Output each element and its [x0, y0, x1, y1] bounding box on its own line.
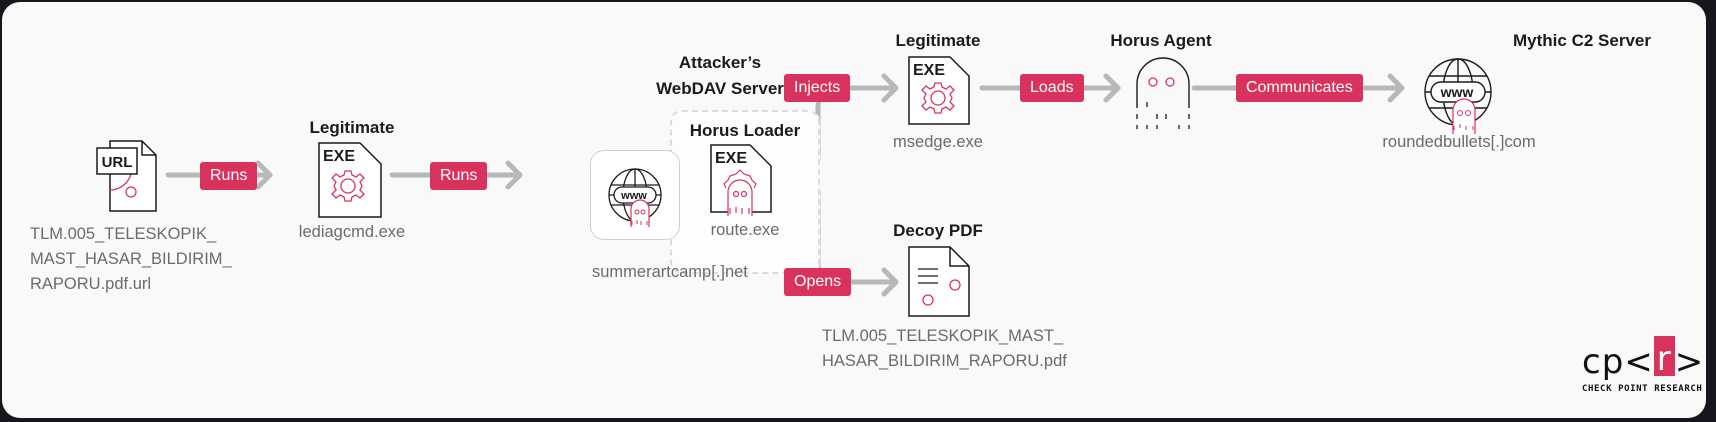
svg-text:EXE: EXE	[913, 62, 945, 79]
url-badge: URL	[102, 154, 133, 171]
exe-gear-file-icon: EXE	[908, 56, 970, 125]
check-point-research-logo: cp<r> CHECK POINT RESEARCH	[1582, 336, 1703, 412]
horus-loader-title: Horus Loader	[689, 121, 801, 140]
mythic-c2-caption: roundedbullets[.]com	[1382, 133, 1536, 151]
arrowhead-icon	[881, 73, 899, 103]
svg-text:www: www	[1440, 84, 1474, 100]
cpr-logo-mark: cp<r>	[1582, 336, 1703, 382]
decoy-pdf-title: Decoy PDF	[893, 221, 983, 240]
arrowhead-icon	[1103, 73, 1121, 103]
edge-label-runs-2: Runs	[430, 162, 488, 190]
arrowhead-icon	[505, 160, 523, 190]
globe-www-ghost-icon: www	[608, 168, 662, 227]
exe-ghost-file-icon: EXE	[710, 144, 772, 216]
edge-label-opens: Opens	[784, 268, 852, 296]
horus-loader-caption: route.exe	[710, 221, 780, 239]
svg-text:EXE: EXE	[715, 150, 747, 167]
arrowhead-icon	[1387, 73, 1405, 103]
url-file-caption: TLM.005_TELESKOPIK_ MAST_HASAR_BILDIRIM_…	[30, 225, 232, 293]
cpr-logo-text: CHECK POINT RESEARCH	[1582, 384, 1703, 394]
horus-agent-title: Horus Agent	[1110, 31, 1212, 50]
exe-gear-file-icon: EXE	[318, 142, 382, 218]
decoy-pdf-caption: TLM.005_TELESKOPIK_MAST_ HASAR_BILDIRIM_…	[822, 327, 1067, 370]
diagram-panel: URL TLM.005_TELESKOPIK_ MAST_HASAR_BILDI…	[2, 2, 1706, 418]
webdav-title: Attacker’s WebDAV Server	[656, 53, 784, 98]
lediagcmd-title: Legitimate	[309, 118, 395, 137]
edge-label-loads: Loads	[1020, 74, 1084, 102]
arrowhead-icon	[255, 160, 273, 190]
arrowhead-icon	[881, 267, 899, 297]
webdav-caption: summerartcamp[.]net	[592, 263, 748, 281]
svg-text:EXE: EXE	[323, 148, 355, 165]
webdav-globe-card: www	[590, 150, 680, 240]
pdf-document-icon	[908, 246, 970, 317]
msedge-caption: msedge.exe	[893, 133, 983, 151]
url-file-icon: URL	[96, 140, 157, 212]
lediagcmd-caption: lediagcmd.exe	[298, 223, 406, 241]
edge-label-communicates: Communicates	[1236, 74, 1363, 102]
globe-www-ghost-icon: www	[1424, 58, 1492, 134]
svg-text:www: www	[620, 190, 647, 202]
mythic-c2-title: Mythic C2 Server	[1513, 31, 1651, 50]
msedge-title: Legitimate	[895, 31, 981, 50]
ghost-icon	[1136, 57, 1190, 129]
edge-label-injects: Injects	[784, 74, 851, 102]
edge-label-runs-1: Runs	[200, 162, 258, 190]
